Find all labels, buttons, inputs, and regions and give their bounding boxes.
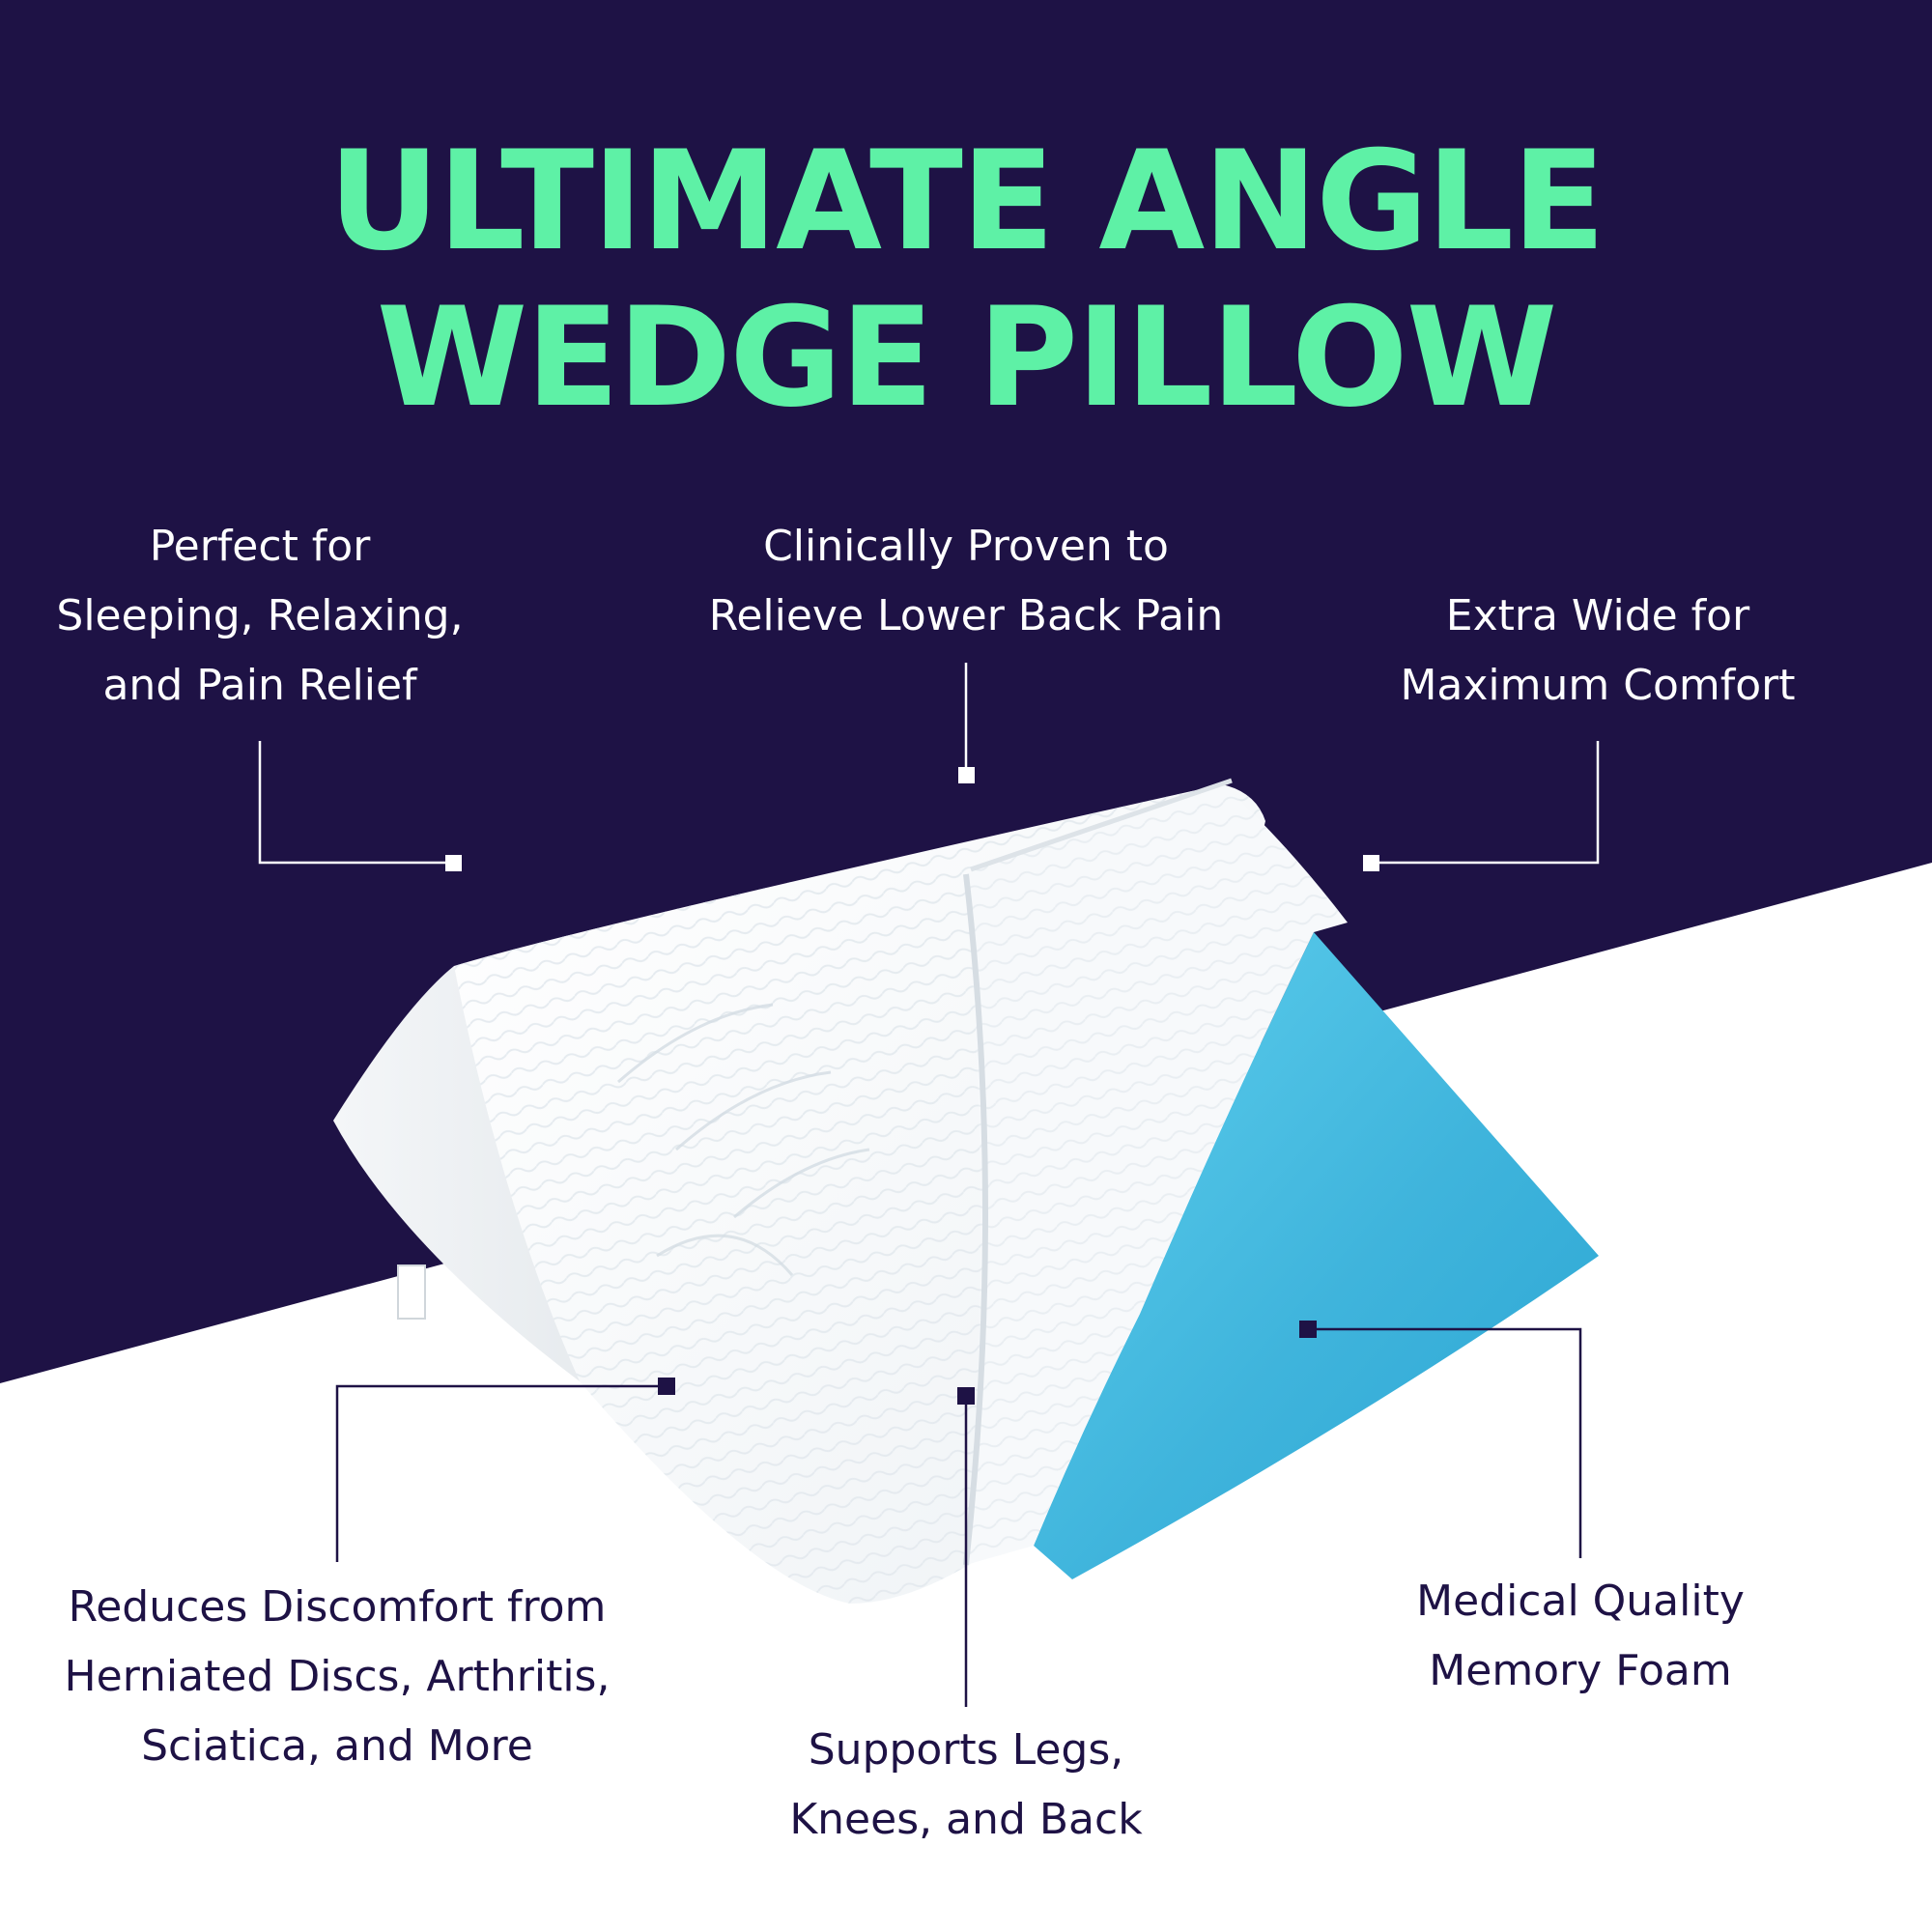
- wedge-pillow: [333, 778, 1599, 1604]
- feature-memory-foam: Medical Quality Memory Foam: [1339, 1567, 1822, 1706]
- feature-line: Perfect for: [149, 522, 371, 571]
- feature-extra-wide: Extra Wide for Maximum Comfort: [1356, 582, 1839, 721]
- feature-reduces-discomfort: Reduces Discomfort from Herniated Discs,…: [14, 1573, 661, 1781]
- feature-sleeping-relaxing: Perfect for Sleeping, Relaxing, and Pain…: [18, 512, 501, 721]
- callout-lines: [258, 663, 1600, 1707]
- pillow-tag: [397, 1264, 426, 1320]
- feature-line: Maximum Comfort: [1400, 661, 1796, 710]
- feature-line: Reduces Discomfort from: [68, 1582, 607, 1632]
- feature-line: Sciatica, and More: [141, 1721, 533, 1771]
- feature-line: Memory Foam: [1429, 1646, 1732, 1695]
- feature-line: Extra Wide for: [1445, 591, 1750, 640]
- feature-line: Knees, and Back: [789, 1795, 1143, 1844]
- feature-line: Sleeping, Relaxing,: [56, 591, 464, 640]
- feature-supports-legs: Supports Legs, Knees, and Back: [724, 1716, 1208, 1855]
- title-line-1: ULTIMATE ANGLE: [327, 122, 1605, 281]
- feature-line: Clinically Proven to: [763, 522, 1169, 571]
- feature-line: Supports Legs,: [808, 1725, 1124, 1775]
- feature-line: Relieve Lower Back Pain: [708, 591, 1224, 640]
- zipper-seam: [963, 873, 988, 1566]
- feature-line: and Pain Relief: [102, 661, 417, 710]
- feature-clinically-proven: Clinically Proven to Relieve Lower Back …: [628, 512, 1304, 651]
- feature-line: Medical Quality: [1416, 1577, 1745, 1626]
- page-title: ULTIMATE ANGLE WEDGE PILLOW: [0, 124, 1932, 437]
- memory-foam-core: [1034, 932, 1599, 1579]
- title-line-2: WEDGE PILLOW: [376, 278, 1558, 438]
- feature-line: Herniated Discs, Arthritis,: [64, 1652, 611, 1701]
